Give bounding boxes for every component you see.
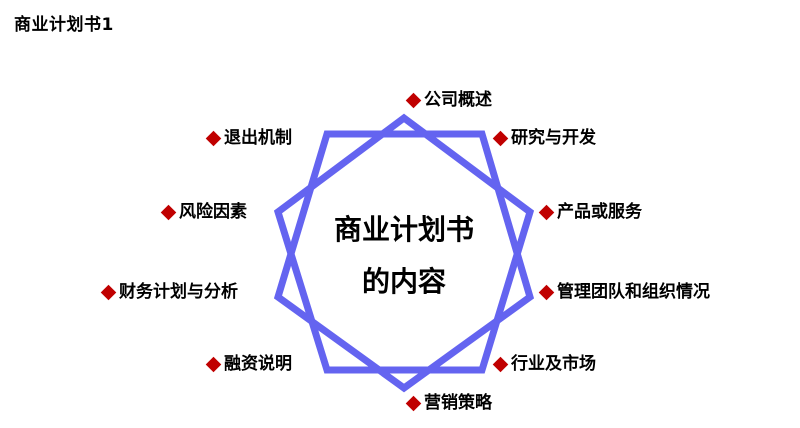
item-risk-factors: 风险因素 [160,202,247,222]
diamond-bullet-icon [405,92,422,108]
item-company-overview: 公司概述 [405,90,492,110]
pentagon-inverted [273,130,535,393]
diamond-bullet-icon [160,204,177,220]
item-research-development: 研究与开发 [492,128,596,148]
item-label: 行业及市场 [511,354,596,374]
item-marketing-strategy: 营销策略 [405,393,492,413]
item-label: 融资说明 [224,354,292,374]
diamond-bullet-icon [205,356,222,372]
diamond-bullet-icon [492,356,509,372]
item-label: 产品或服务 [557,202,642,222]
item-label: 财务计划与分析 [119,282,238,302]
diamond-bullet-icon [538,204,555,220]
diamond-bullet-icon [100,284,117,300]
item-label: 管理团队和组织情况 [557,282,710,302]
item-industry-market: 行业及市场 [492,354,596,374]
center-label: 商业计划书 的内容 [304,204,504,308]
diamond-bullet-icon [538,284,555,300]
center-line-2: 的内容 [361,265,446,298]
item-label: 营销策略 [424,393,492,413]
item-label: 公司概述 [424,90,492,110]
item-products-services: 产品或服务 [538,202,642,222]
diamond-bullet-icon [492,130,509,146]
diamond-bullet-icon [205,130,222,146]
item-label: 退出机制 [224,128,292,148]
pentagon-upright [273,113,535,374]
item-management-team: 管理团队和组织情况 [538,282,710,302]
item-financial-plan: 财务计划与分析 [100,282,238,302]
center-line-1: 商业计划书 [333,213,474,246]
item-financing: 融资说明 [205,354,292,374]
item-label: 研究与开发 [511,128,596,148]
item-label: 风险因素 [179,202,247,222]
diamond-bullet-icon [405,395,422,411]
item-exit-mechanism: 退出机制 [205,128,292,148]
page-title: 商业计划书1 [14,15,114,35]
